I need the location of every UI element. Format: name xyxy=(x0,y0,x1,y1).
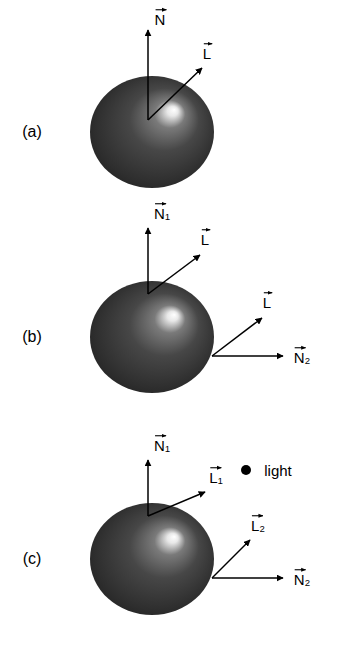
vector-accent xyxy=(252,515,263,516)
vector-accent xyxy=(155,203,166,204)
normal-vector xyxy=(212,355,283,357)
sphere xyxy=(90,281,214,393)
vector-label: L xyxy=(263,295,271,312)
light-vector xyxy=(212,318,262,356)
vector-label: L xyxy=(201,232,209,249)
vector-label: N₂ xyxy=(294,350,311,367)
normal-vector xyxy=(147,460,149,516)
vector-label: N₁ xyxy=(154,438,170,455)
vector-accent xyxy=(155,435,166,436)
vector-label: L₁ xyxy=(209,470,222,487)
vector-accent xyxy=(210,467,221,468)
sphere xyxy=(90,503,214,615)
vector-accent xyxy=(264,292,272,293)
vector-accent xyxy=(295,347,306,348)
annotation-label: light xyxy=(264,463,292,480)
vector-accent xyxy=(204,43,212,44)
normal-vector xyxy=(147,30,149,120)
part-label: (a) xyxy=(22,123,42,141)
part-label: (c) xyxy=(23,550,42,568)
vector-accent xyxy=(156,9,167,10)
part-label: (b) xyxy=(22,328,42,346)
light-vector xyxy=(148,492,205,516)
light-source-dot xyxy=(241,465,251,475)
normal-vector xyxy=(147,228,149,294)
light-vector xyxy=(212,540,250,578)
light-vector xyxy=(148,68,202,120)
vector-label: L₂ xyxy=(251,518,265,535)
vector-label: N₂ xyxy=(294,572,311,589)
sphere xyxy=(90,76,214,188)
vector-accent xyxy=(202,229,210,230)
vector-label: N xyxy=(155,12,166,29)
light-vector xyxy=(148,255,200,294)
vector-label: N₁ xyxy=(154,206,170,223)
vector-label: L xyxy=(203,46,211,63)
normal-vector xyxy=(212,577,283,579)
vector-accent xyxy=(295,569,306,570)
